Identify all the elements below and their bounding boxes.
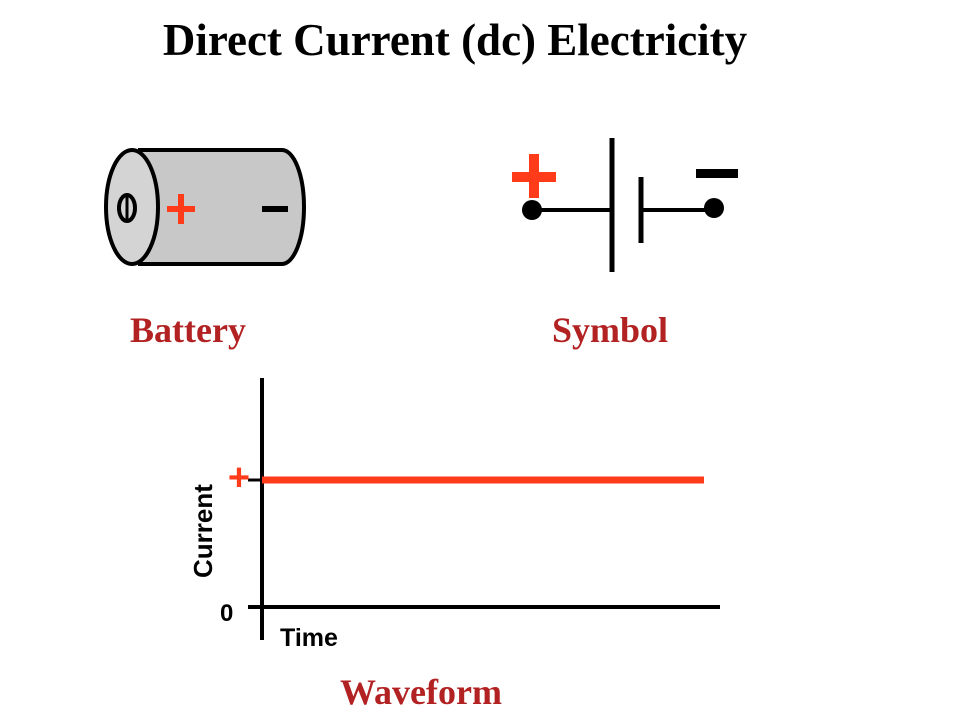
waveform-chart: 0 + Current Time [188,378,720,652]
battery-illustration [104,148,306,266]
battery-terminal [117,193,137,223]
symbol-caption: Symbol [552,310,669,350]
page-title: Direct Current (dc) Electricity [162,15,748,65]
waveform-caption: Waveform [340,672,502,712]
y-axis-label: Current [188,484,218,578]
plus-tick-label: + [228,457,250,499]
battery-caption: Battery [130,310,246,350]
battery-plus-icon [167,194,195,224]
battery-symbol-illustration [512,138,738,272]
symbol-plus-icon [512,154,556,198]
symbol-right-terminal [704,198,724,218]
battery-body [138,148,306,266]
zero-tick-label: 0 [220,600,233,627]
battery-end-cap [104,148,160,266]
x-axis-label: Time [280,624,338,652]
symbol-minus-icon [696,169,738,178]
battery-minus-icon [262,206,288,212]
